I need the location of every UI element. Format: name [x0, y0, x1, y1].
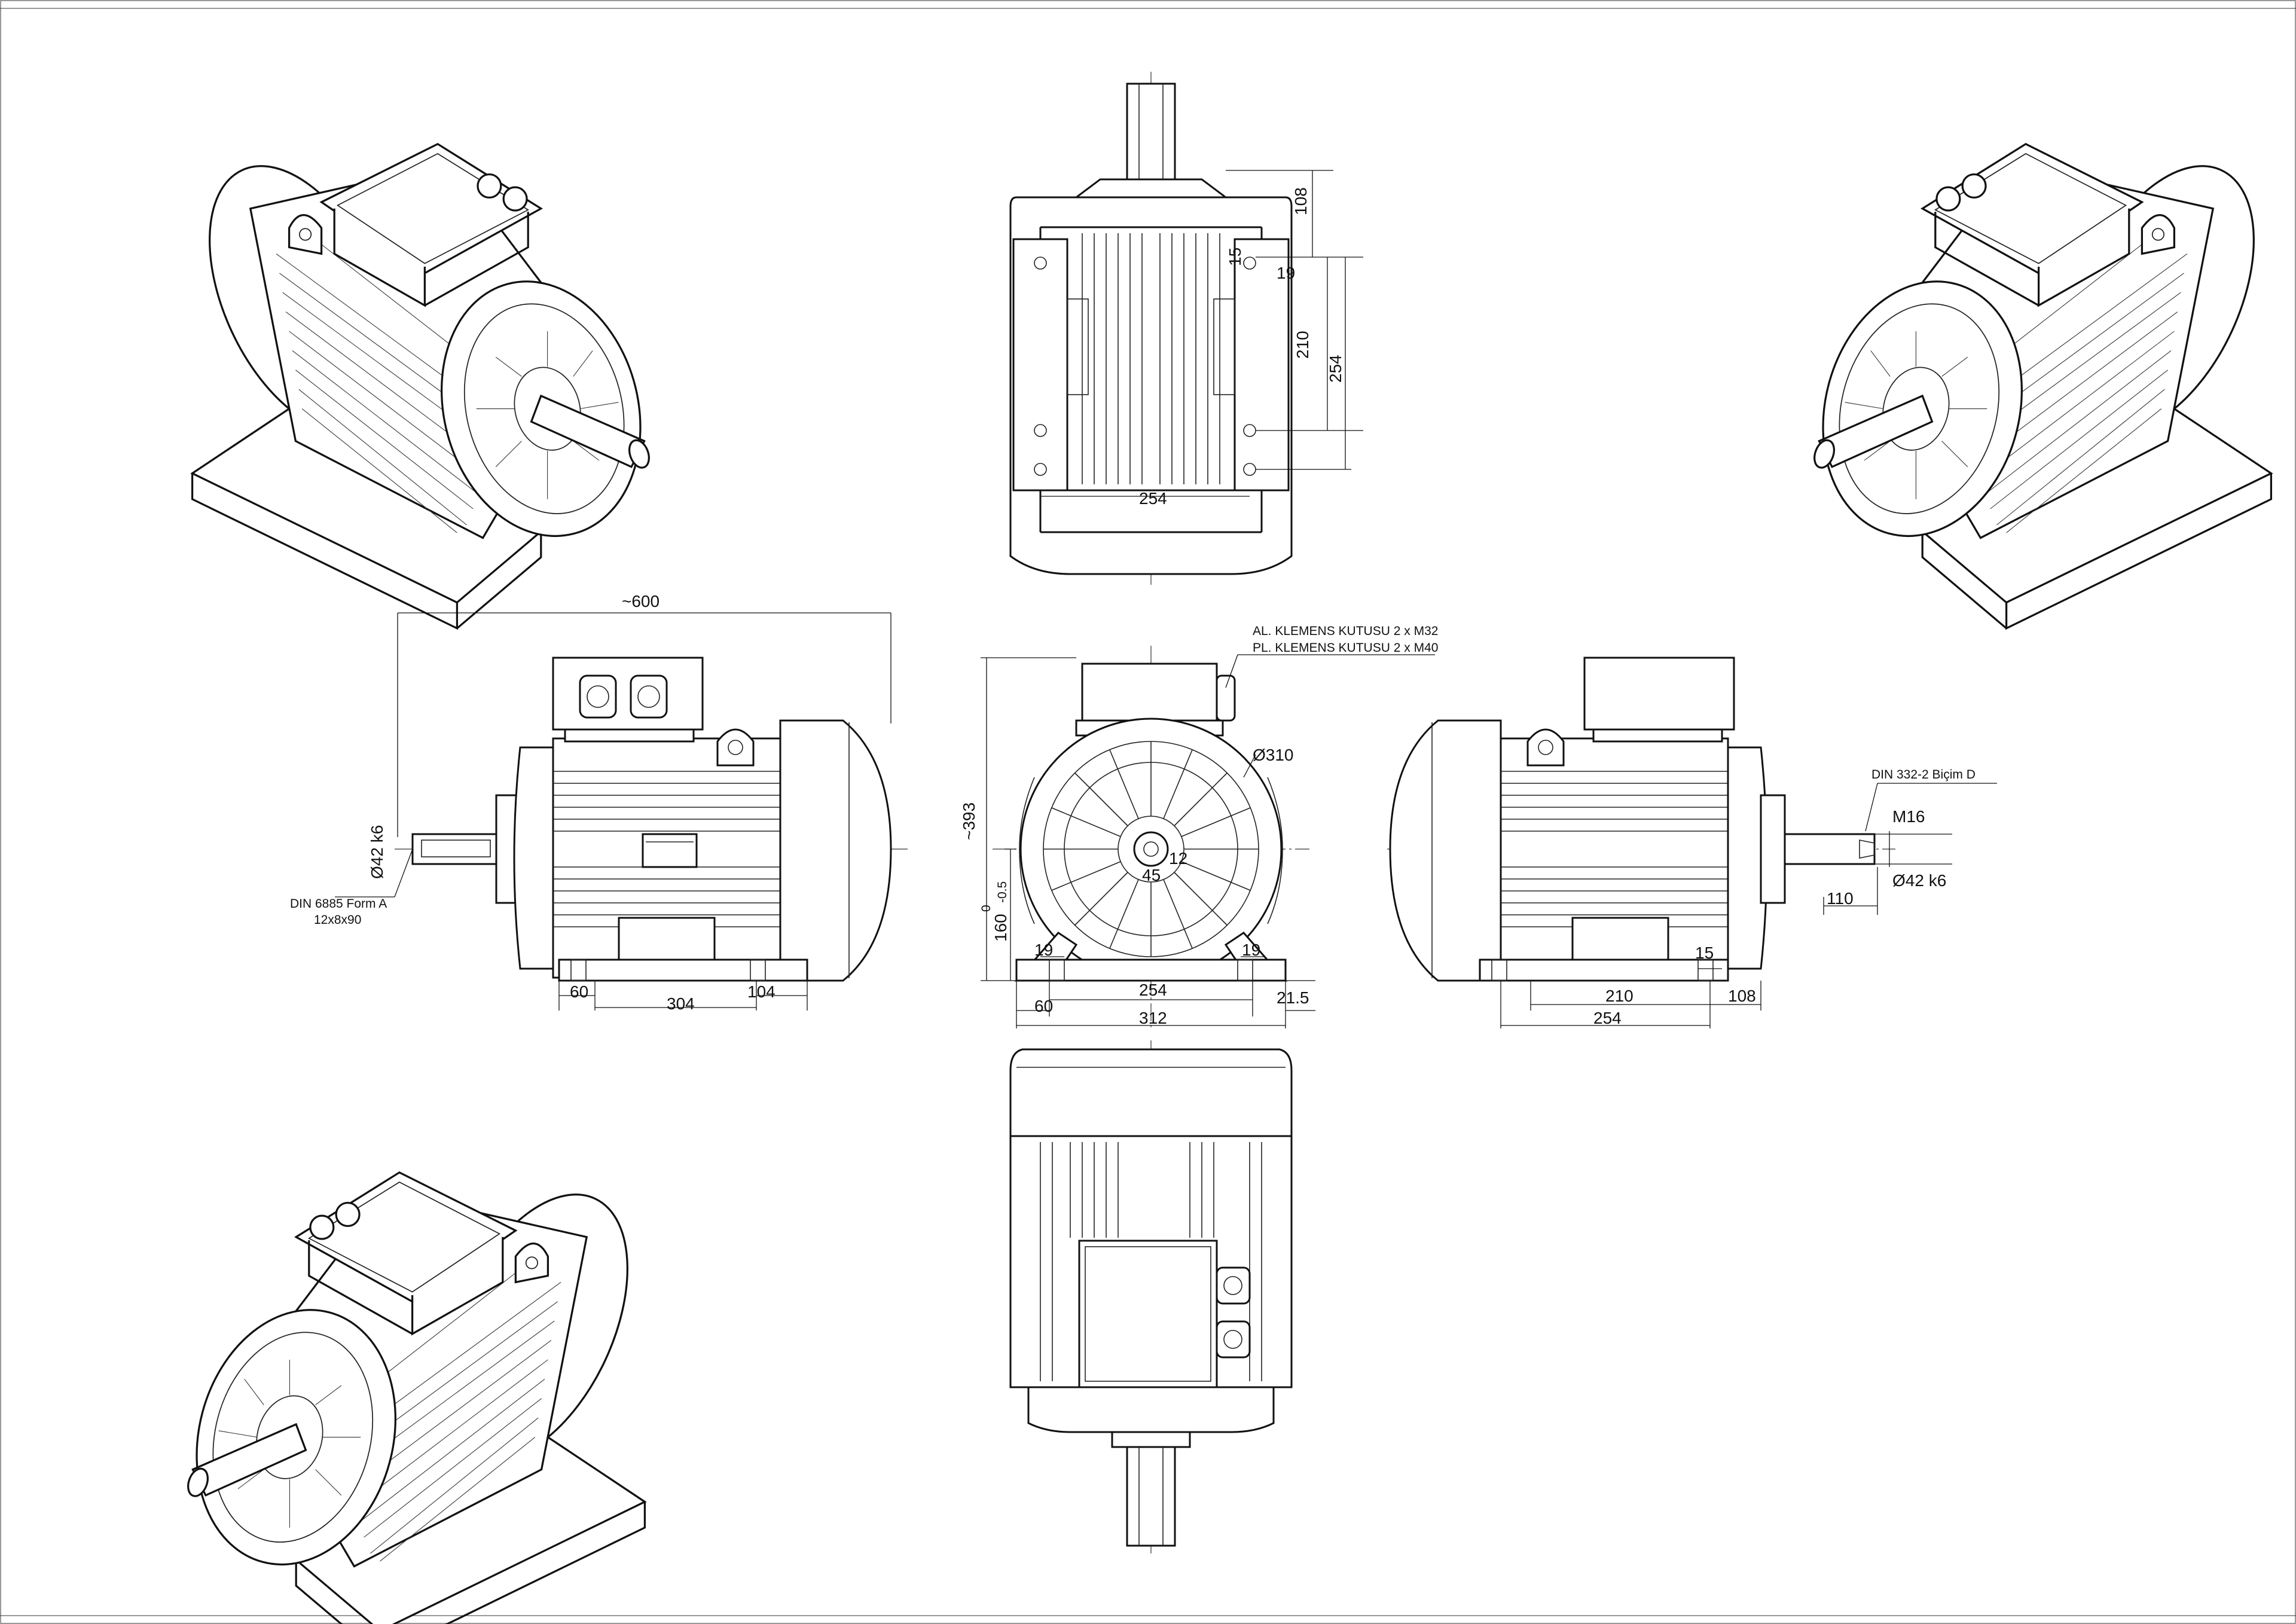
dim-210-right: 210	[1605, 987, 1634, 1005]
dim-19: 19	[1277, 264, 1295, 282]
dim-60-front: 60	[1034, 997, 1053, 1015]
dim-15: 15	[1226, 248, 1244, 266]
dim-254-front: 254	[1139, 981, 1167, 999]
dim-110: 110	[1827, 889, 1854, 908]
dim-312: 312	[1139, 1009, 1167, 1027]
dim-21-5: 21.5	[1277, 988, 1309, 1007]
dim-600: ~600	[622, 592, 660, 610]
key-note-2: 12x8x90	[314, 913, 361, 927]
side-view-right: DIN 332-2 Biçim D M16 Ø42 k6 110 15 210 …	[1387, 657, 1997, 1028]
dim-15-right: 15	[1695, 944, 1714, 962]
dim-60-left: 60	[570, 982, 588, 1001]
dim-310: Ø310	[1253, 746, 1294, 764]
key-note-1: DIN 6885 Form A	[290, 897, 387, 911]
dim-19-right: 19	[1242, 941, 1260, 959]
bottom-view	[1009, 1040, 1293, 1555]
note-al-terminal-box: AL. KLEMENS KUTUSU 2 x M32	[1253, 624, 1438, 638]
dim-160-lower-tol: -0.5	[996, 881, 1009, 903]
iso-view-bottom-left	[168, 1165, 667, 1624]
dim-254-right: 254	[1593, 1009, 1622, 1027]
dim-m16: M16	[1892, 807, 1925, 826]
dim-160-upper-tol: 0	[979, 905, 993, 912]
dim-45: 45	[1142, 866, 1161, 884]
side-view-left: ~600 Ø42 k6 DIN 6885 Form A 12x8x90 60 3…	[290, 592, 909, 1013]
dim-254-vertical: 254	[1326, 355, 1345, 383]
dim-19-left: 19	[1034, 941, 1053, 959]
top-view: 108 15 19 210 254 254	[1009, 72, 1363, 586]
dim-108-right: 108	[1728, 987, 1756, 1005]
dim-12: 12	[1169, 849, 1187, 868]
dim-304: 304	[667, 994, 695, 1013]
note-din-332: DIN 332-2 Biçim D	[1871, 768, 1976, 782]
dim-108: 108	[1292, 187, 1310, 215]
dim-254-horizontal: 254	[1139, 489, 1167, 508]
front-view: AL. KLEMENS KUTUSU 2 x M32 PL. KLEMENS K…	[960, 624, 1438, 1028]
dim-shaft-left: Ø42 k6	[368, 825, 386, 879]
note-pl-terminal-box: PL. KLEMENS KUTUSU 2 x M40	[1253, 641, 1438, 655]
dim-104: 104	[747, 982, 775, 1001]
iso-view-top-left	[170, 136, 669, 630]
dim-160: 160	[991, 914, 1010, 942]
dim-210: 210	[1293, 331, 1312, 359]
iso-view-top-right	[1794, 136, 2293, 630]
dim-393: ~393	[960, 802, 978, 840]
dim-shaft-right: Ø42 k6	[1892, 871, 1946, 890]
